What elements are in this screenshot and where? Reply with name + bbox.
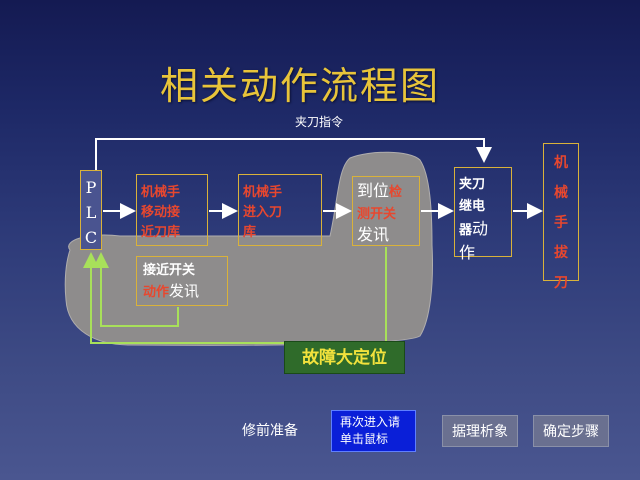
reenter-click-button[interactable]: 再次进入请单击鼠标 <box>331 410 416 452</box>
manipulator-approach-box: 机械手 移动接 近刀库 <box>136 174 208 246</box>
manipulator-pull-tool-box: 机 械 手 拔 刀 <box>543 143 579 291</box>
determine-steps-button[interactable]: 确定步骤 <box>533 415 609 447</box>
feedback-line-box3 <box>83 247 387 344</box>
top-loop-line <box>95 138 492 170</box>
plc-box: P L C <box>80 170 102 250</box>
proximity-switch-box: 接近开关 动作发讯 <box>136 256 228 306</box>
fault-location-label: 故障大定位 <box>284 341 405 374</box>
page-title: 相关动作流程图 <box>160 64 441 108</box>
clamp-relay-box: 夹刀 继电 器动 作 <box>454 167 512 262</box>
in-position-switch-box: 到位检 测开关 发讯 <box>352 176 420 246</box>
clamp-command-label: 夹刀指令 <box>294 115 343 129</box>
manipulator-enter-box: 机械手 进入刀 库 <box>238 174 322 246</box>
feedback-line-box6 <box>93 252 179 327</box>
pre-repair-prep-button[interactable]: 修前准备 <box>242 423 298 439</box>
analyze-phenomenon-button[interactable]: 据理析象 <box>442 415 518 447</box>
